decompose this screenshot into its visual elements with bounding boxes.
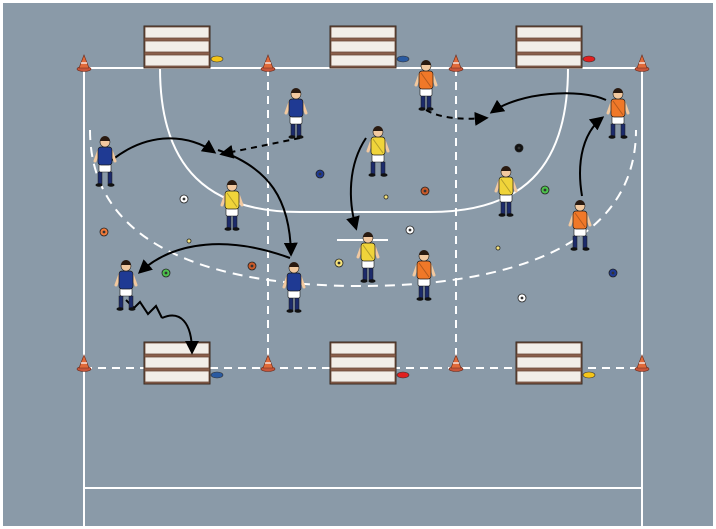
pass-arrow-5 xyxy=(579,116,605,197)
pass-arrow-4 xyxy=(489,92,607,114)
benches xyxy=(143,25,596,385)
players xyxy=(93,60,630,313)
player-icon xyxy=(414,60,438,111)
bench-bottom-left xyxy=(143,341,224,385)
player-icon xyxy=(606,88,630,139)
bench-top-right xyxy=(515,25,596,69)
bench-marker-icon xyxy=(396,55,410,63)
player-icon xyxy=(282,262,306,313)
cone-icon xyxy=(448,354,464,372)
player-icon xyxy=(114,260,138,311)
player-icon xyxy=(568,200,592,251)
ball-icon xyxy=(514,143,524,153)
ball-icon xyxy=(383,194,389,200)
pitch-surface xyxy=(3,3,713,526)
ball-icon xyxy=(247,261,257,271)
player-icon xyxy=(412,250,436,301)
ball-icon xyxy=(179,194,189,204)
ball-icon xyxy=(334,258,344,268)
bench-marker-icon xyxy=(396,371,410,379)
player-icon xyxy=(220,180,244,231)
ball-icon xyxy=(495,245,501,251)
ball-icon xyxy=(420,186,430,196)
player-icon xyxy=(366,126,390,177)
cone-icon xyxy=(76,354,92,372)
bench-marker-icon xyxy=(582,55,596,63)
cone-icon xyxy=(634,54,650,72)
bench-marker-icon xyxy=(582,371,596,379)
ball-icon xyxy=(99,227,109,237)
ball-icon xyxy=(315,169,325,179)
free-throw-arc xyxy=(89,129,637,288)
player-icon xyxy=(494,166,518,217)
ball-icon xyxy=(186,238,192,244)
ball-icon xyxy=(405,225,415,235)
shot-arrow xyxy=(161,314,199,355)
run-arrow-2 xyxy=(425,109,489,126)
ball-icon xyxy=(540,185,550,195)
bench-bottom-right xyxy=(515,341,596,385)
ball-icon xyxy=(517,293,527,303)
ball-icon xyxy=(161,268,171,278)
cone-icon xyxy=(76,54,92,72)
bench-bottom-center xyxy=(329,341,410,385)
player-icon xyxy=(93,136,117,187)
pass-arrow-2 xyxy=(217,149,298,257)
bench-marker-icon xyxy=(210,371,224,379)
movement-arrows xyxy=(111,92,607,355)
throw-arrow xyxy=(346,137,367,231)
player-icon xyxy=(284,88,308,139)
bench-top-left xyxy=(143,25,224,69)
run-arrow-1 xyxy=(219,137,301,159)
pass-arrow-1 xyxy=(111,137,217,161)
bench-marker-icon xyxy=(210,55,224,63)
cone-icon xyxy=(260,354,276,372)
pass-arrow-3 xyxy=(137,243,291,274)
cone-icon xyxy=(448,54,464,72)
player-icon xyxy=(356,232,380,283)
cone-icon xyxy=(634,354,650,372)
goal-area-arc xyxy=(159,67,569,213)
balls xyxy=(99,143,618,303)
bench-top-center xyxy=(329,25,410,69)
cone-icon xyxy=(260,54,276,72)
cones xyxy=(76,54,650,372)
ball-icon xyxy=(608,268,618,278)
